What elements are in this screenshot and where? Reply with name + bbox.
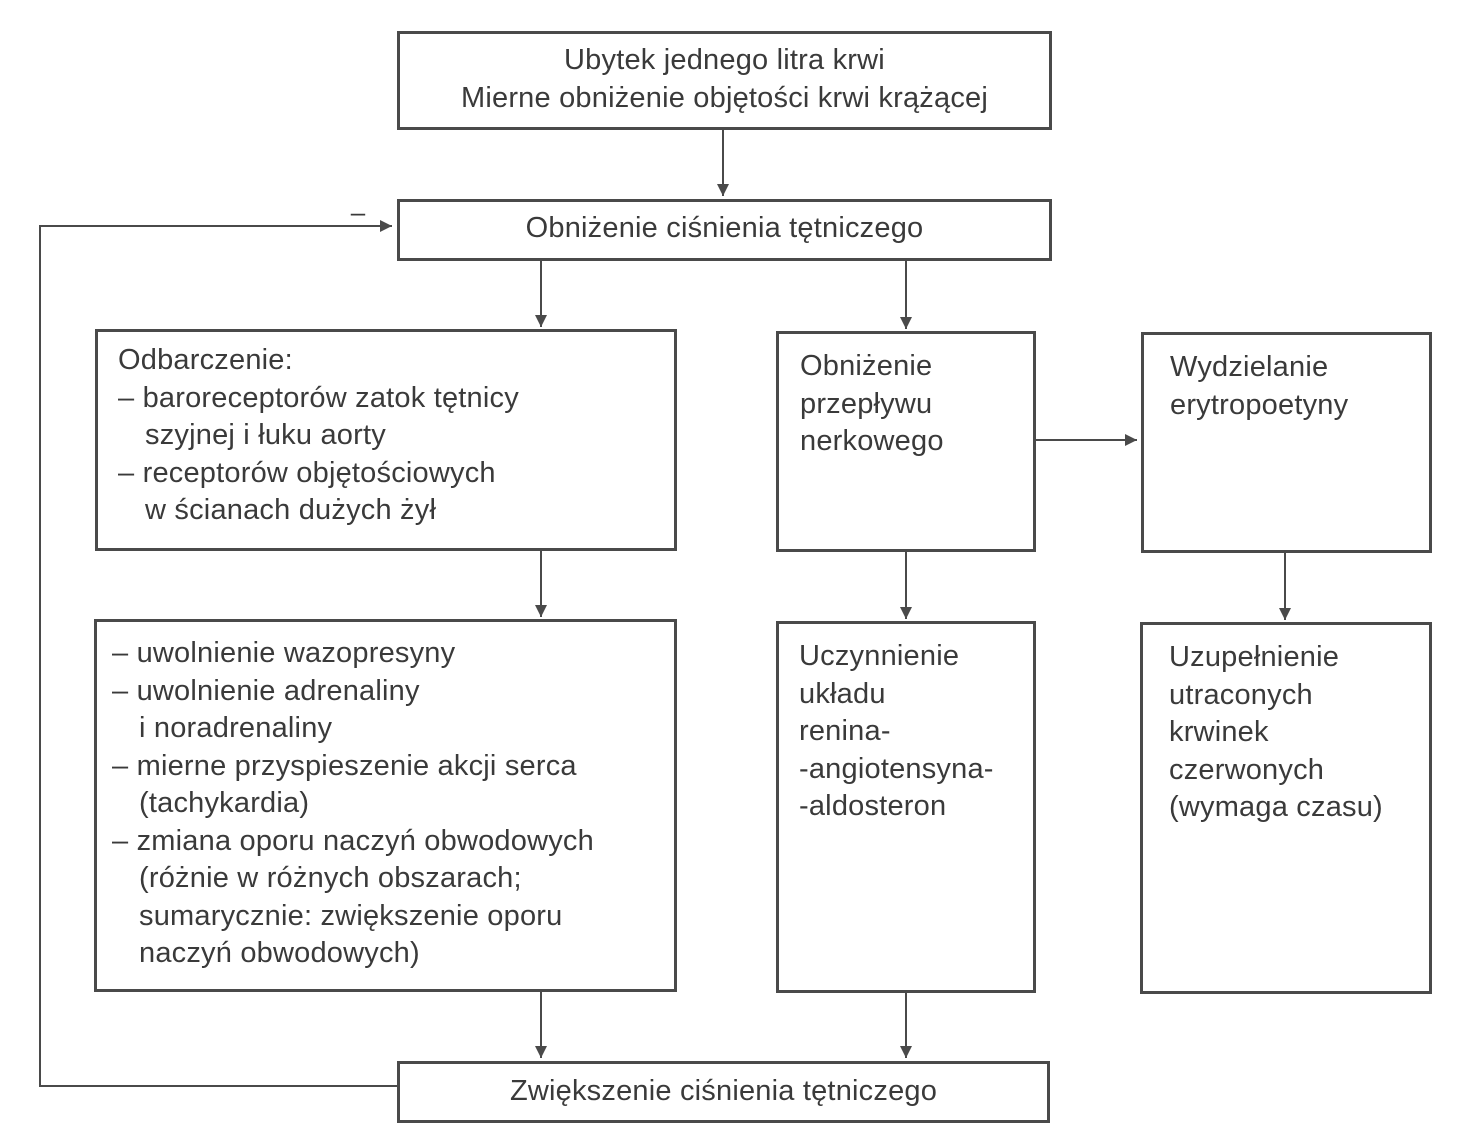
effects-line-8: sumarycznie: zwiększenie oporu [139,899,563,932]
replenish-line-3: krwinek [1169,716,1269,748]
unloading-line-2: – baroreceptorów zatok tętnicy [118,381,519,414]
pressure-rise-label: Zwiększenie ciśnienia tętniczego [509,1075,938,1107]
effects-line-7: (różnie w różnych obszarach; [139,862,522,894]
renal-flow-box: Obniżenie przepływu nerkowego [776,331,1036,552]
pressure-rise-box: Zwiększenie ciśnienia tętniczego [397,1061,1050,1123]
pressure-drop-box: Obniżenie ciśnienia tętniczego [397,199,1052,261]
raas-line-5: -aldosteron [799,790,947,822]
erythropoietin-line-2: erytropoetyny [1170,388,1349,421]
replenish-line-2: utraconych [1169,678,1313,711]
unloading-line-4: – receptorów objętościowych [118,456,496,489]
effects-line-9: naczyń obwodowych) [139,937,420,969]
feedback-sign: – [351,197,366,227]
unloading-line-3: szyjnej i łuku aorty [145,419,386,451]
pressure-drop-label: Obniżenie ciśnienia tętniczego [525,212,924,244]
replenish-line-1: Uzupełnienie [1169,641,1340,673]
unloading-line-5: w ścianach dużych żył [145,494,437,526]
erythropoietin-box: Wydzielanie erytropoetyny [1141,332,1432,553]
unloading-box: Odbarczenie: – baroreceptorów zatok tętn… [95,329,677,551]
erythropoietin-line-1: Wydzielanie [1170,351,1329,383]
effects-line-6: – zmiana oporu naczyń obwodowych [112,824,594,857]
unloading-line-1: Odbarczenie: [118,344,293,376]
blood-loss-box: Ubytek jednego litra krwi Mierne obniżen… [397,31,1052,130]
effects-line-3: i noradrenaliny [139,712,333,744]
raas-line-4: -angiotensyna- [799,752,994,785]
effects-line-1: – uwolnienie wazopresyny [112,637,456,669]
effects-line-5: (tachykardia) [139,787,310,819]
blood-loss-line-1: Ubytek jednego litra krwi [564,44,885,76]
raas-line-1: Uczynnienie [799,640,960,672]
renal-flow-line-1: Obniżenie [800,350,933,382]
blood-loss-line-2: Mierne obniżenie objętości krwi krążącej [460,81,988,114]
effects-box: – uwolnienie wazopresyny – uwolnienie ad… [94,619,677,992]
replenish-box: Uzupełnienie utraconych krwinek czerwony… [1140,622,1432,994]
effects-line-4: – mierne przyspieszenie akcji serca [112,749,577,782]
feedback-loop-arrow [39,220,397,1087]
renal-flow-line-2: przepływu [800,387,933,420]
effects-line-2: – uwolnienie adrenaliny [112,674,420,707]
raas-box: Uczynnienie układu renina- -angiotensyna… [776,621,1036,993]
replenish-line-4: czerwonych [1169,753,1325,786]
renal-flow-line-3: nerkowego [800,425,944,457]
raas-line-3: renina- [799,715,891,747]
raas-line-2: układu [799,677,886,710]
replenish-line-5: (wymaga czasu) [1169,791,1383,823]
